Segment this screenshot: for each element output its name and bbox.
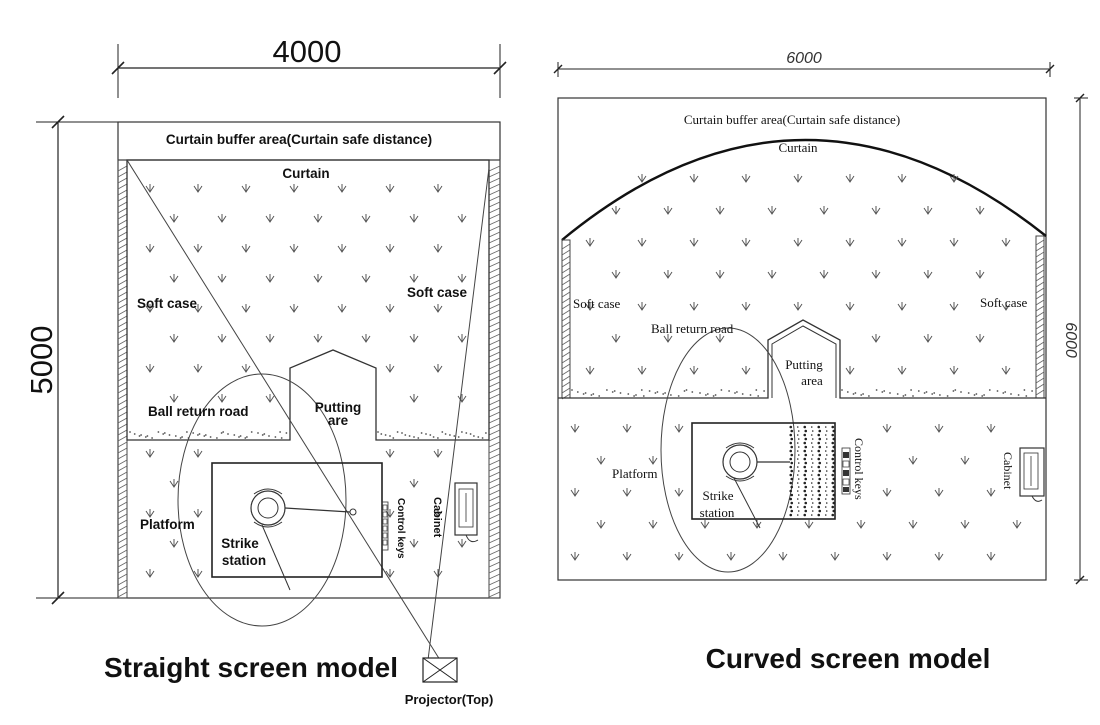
curved-putting-label-line1: Putting: [785, 357, 823, 372]
curved-screen-area-outline: [558, 319, 1046, 399]
straight-golfer-symbol: [250, 488, 357, 591]
straight-left-soft-wall: [117, 159, 128, 599]
straight-height-dimension: 5000: [24, 115, 118, 605]
straight-screen-area-outline: [126, 159, 490, 441]
curved-soft-case-right-label: Soft case: [980, 295, 1028, 310]
curved-putting-mat-texture: [789, 425, 836, 517]
curved-floor-edge: [571, 389, 1033, 397]
curved-turf-marks: [570, 174, 1022, 561]
straight-cabinet-label: Cabinet: [431, 497, 443, 538]
straight-right-soft-wall: [488, 159, 501, 599]
curved-swing-circle: [660, 327, 796, 573]
curved-left-soft-wall: [561, 239, 571, 400]
curved-cabinet-label: Cabinet: [1001, 452, 1015, 490]
straight-curtain-buffer-label: Curtain buffer area(Curtain safe distanc…: [166, 132, 432, 147]
straight-floor-edge: [129, 431, 487, 439]
projector-label: Projector(Top): [405, 692, 494, 707]
curved-screen-arc: [561, 138, 1047, 241]
curved-putting-label-line2: area: [801, 373, 823, 388]
straight-platform-label: Platform: [140, 517, 195, 532]
straight-turf-marks: [145, 184, 467, 578]
curved-width-dimension: 6000: [553, 50, 1055, 77]
straight-cabinet-symbol: [454, 482, 479, 543]
straight-screen-plan: 4000 5000: [24, 34, 507, 707]
curved-height-label: 6000: [1062, 322, 1079, 358]
straight-putting-label-line2: are: [328, 413, 349, 428]
straight-curtain-label: Curtain: [282, 166, 329, 181]
straight-strike-label-line2: station: [222, 553, 266, 568]
curved-golfer-symbol: [722, 442, 790, 529]
curved-right-soft-wall: [1035, 235, 1045, 399]
straight-strike-label-line1: Strike: [221, 536, 259, 551]
curved-model-title: Curved screen model: [706, 643, 991, 674]
straight-ball-return-label: Ball return road: [148, 404, 249, 419]
curved-screen-plan: 6000 6000: [553, 50, 1088, 674]
straight-soft-case-left-label: Soft case: [137, 296, 198, 311]
curved-strike-label-line1: Strike: [702, 488, 733, 503]
curved-ball-return-label: Ball return road: [651, 321, 734, 336]
curved-width-label: 6000: [786, 50, 822, 67]
straight-height-label: 5000: [24, 326, 59, 395]
projector-icon: [422, 657, 458, 683]
curved-cabinet-symbol: [1019, 447, 1045, 502]
straight-putting-label-line1: Putting: [315, 400, 362, 415]
straight-swing-circle: [177, 373, 347, 627]
curved-height-dimension: 6000: [1062, 93, 1088, 585]
straight-control-keys-label: Control keys: [395, 498, 406, 559]
curved-strike-label-line2: station: [700, 505, 735, 520]
curved-soft-case-left-label: Soft case: [573, 296, 621, 311]
straight-width-label: 4000: [273, 34, 342, 69]
straight-model-title: Straight screen model: [104, 652, 398, 683]
curved-control-keys-label: Control keys: [852, 438, 866, 500]
curved-platform-label: Platform: [612, 466, 658, 481]
curved-curtain-buffer-label: Curtain buffer area(Curtain safe distanc…: [684, 112, 900, 127]
straight-width-dimension: 4000: [111, 34, 507, 98]
straight-control-keys-panel: [381, 501, 389, 551]
curved-curtain-label: Curtain: [779, 140, 818, 155]
straight-soft-case-right-label: Soft case: [407, 285, 468, 300]
curved-control-keys-panel: [841, 447, 851, 495]
